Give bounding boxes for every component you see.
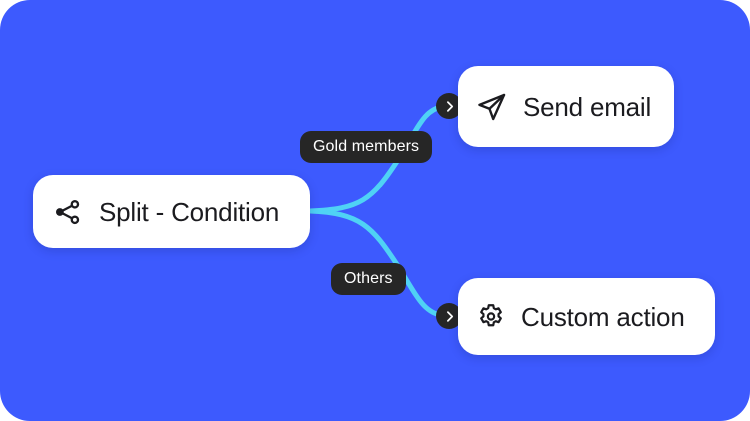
node-custom-action[interactable]: Custom action: [458, 278, 715, 355]
chevron-right-icon: [446, 310, 453, 322]
gear-icon: [476, 302, 506, 332]
send-paper-plane-icon: [476, 91, 508, 123]
branch-label-gold-members[interactable]: Gold members: [300, 131, 433, 163]
share-split-icon: [53, 197, 83, 227]
node-split-condition-label: Split - Condition: [99, 196, 280, 227]
node-custom-action-label: Custom action: [521, 301, 685, 332]
node-send-email[interactable]: Send email: [458, 66, 674, 147]
branch-label-others[interactable]: Others: [331, 263, 406, 295]
node-send-email-label: Send email: [523, 91, 652, 122]
chevron-right-icon: [446, 100, 453, 112]
node-split-condition[interactable]: Split - Condition: [33, 175, 310, 248]
